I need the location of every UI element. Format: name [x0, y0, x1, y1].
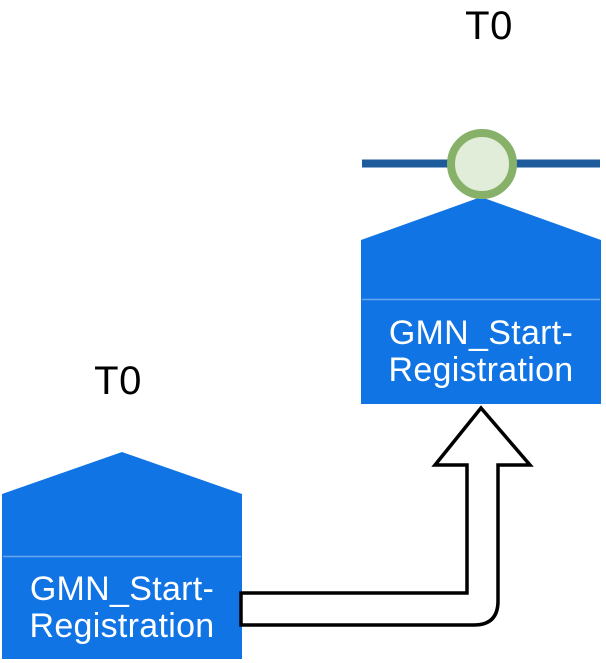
time-label-bottom: T0	[94, 359, 142, 403]
connector-elbow-arrow[interactable]	[239, 405, 534, 627]
process-label-bottom-line2: Registration	[29, 606, 215, 645]
process-label-top-line2: Registration	[388, 350, 574, 389]
timeline-event-circle[interactable]	[447, 129, 517, 199]
time-label-top: T0	[465, 4, 513, 48]
process-label-top-line1: GMN_Start-	[388, 313, 574, 352]
process-label-top: GMN_Start- Registration	[361, 299, 601, 404]
process-shape-bottom[interactable]	[2, 452, 242, 659]
process-label-bottom-line1: GMN_Start-	[29, 569, 215, 608]
process-label-bottom: GMN_Start- Registration	[2, 556, 242, 659]
process-shape-top[interactable]	[361, 197, 601, 404]
